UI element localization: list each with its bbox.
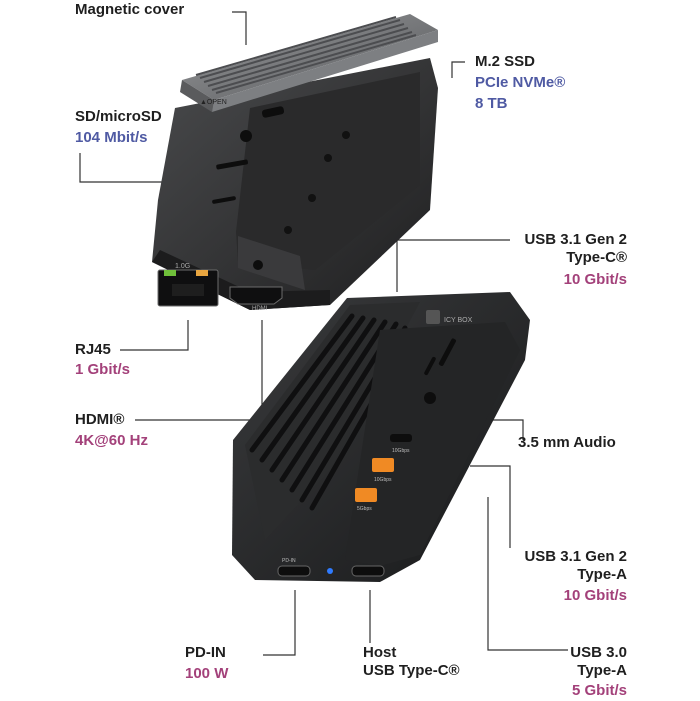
label-usb30-line2: Type-A [577, 662, 627, 679]
leader-magnetic-cover [232, 11, 247, 45]
brand-marking: ICY BOX [444, 317, 473, 324]
label-host-line1: Host [363, 644, 397, 661]
label-capacity: 8 TB [475, 95, 508, 112]
label-pcie-nvme: PCIe NVMe® [475, 74, 566, 91]
leader-usbc [396, 239, 510, 292]
label-hdmi: HDMI® [75, 411, 125, 428]
enclosure-closed: ICY BOX 10Gbps 10Gbps 5Gbps PD-IN [232, 292, 530, 582]
label-magnetic-cover: Magnetic cover [75, 1, 185, 18]
label-usb30-line1: USB 3.0 [570, 644, 627, 661]
brand-logo [426, 310, 440, 324]
label-usb31-typec-speed: 10 Gbit/s [563, 271, 627, 288]
label-usb31-typea-speed: 10 Gbit/s [563, 587, 627, 604]
label-pd-in: PD-IN [185, 644, 226, 661]
a5-marking: 5Gbps [357, 506, 372, 512]
label-host-line2: USB Type-C® [363, 662, 460, 679]
label-usb31-typea-line2: Type-A [577, 566, 627, 583]
magnetic-cover-lid: ▲OPEN [180, 14, 438, 112]
label-sd-microsd: SD/microSD [75, 108, 162, 125]
hdmi-marking: HDMI [252, 306, 268, 312]
label-usb30-speed: 5 Gbit/s [571, 682, 627, 699]
leader-usb30 [487, 497, 568, 651]
label-hdmi-res: 4K@60 Hz [75, 432, 148, 449]
leader-sd [79, 153, 168, 183]
label-sd-speed: 104 Mbit/s [75, 129, 148, 146]
c10-marking: 10Gbps [392, 448, 410, 454]
leader-audio [480, 419, 524, 440]
label-m2-ssd: M.2 SSD [475, 53, 536, 70]
enclosure-open: 1.0G HDMI [152, 58, 438, 312]
a10-marking: 10Gbps [374, 477, 392, 483]
label-rj45-speed: 1 Gbit/s [75, 361, 131, 378]
leader-pdin [263, 590, 296, 656]
label-rj45: RJ45 [75, 341, 111, 358]
label-audio: 3.5 mm Audio [518, 434, 616, 451]
lan-marking: 1.0G [175, 263, 190, 270]
pd-marking: PD-IN [282, 558, 296, 564]
leader-rj45 [120, 320, 189, 351]
leader-usba10 [470, 465, 511, 548]
label-usb31-typec-line2: Type-C® [566, 249, 627, 266]
label-usb31-typec-line1: USB 3.1 Gen 2 [524, 231, 627, 248]
label-pd-power: 100 W [185, 665, 229, 682]
label-usb31-typea-line1: USB 3.1 Gen 2 [524, 548, 627, 565]
leader-hdmi [135, 320, 263, 421]
leader-m2-ssd [451, 61, 465, 78]
open-marking: ▲OPEN [200, 99, 227, 106]
